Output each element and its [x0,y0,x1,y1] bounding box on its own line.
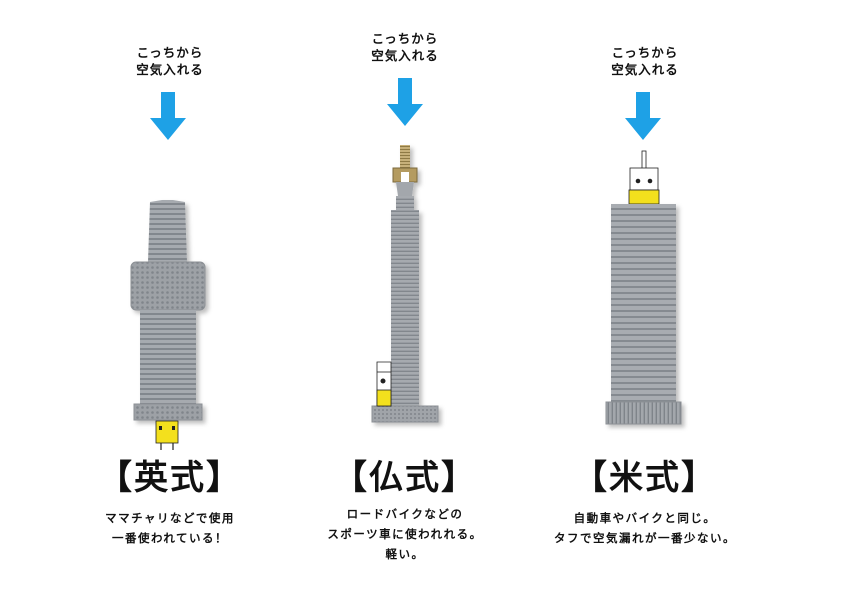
mascot-character [376,361,392,407]
instruction-label: こっちから 空気入れる [611,45,679,77]
valve-description: ロードバイクなどの スポーツ車に使われれる。 軽い。 [327,507,483,561]
down-arrow-icon [387,78,423,126]
valve-column-french: こっちから 空気入れる [265,0,545,595]
instruction-label: こっちから 空気入れる [136,45,204,77]
down-arrow-icon [150,92,186,140]
mascot-character [628,150,660,205]
american-valve-illustration [605,150,682,425]
valve-type-title: 【米式】 [573,458,717,498]
down-arrow-icon [625,92,661,140]
valve-type-title: 【英式】 [98,458,242,498]
valve-type-title: 【仏式】 [333,458,477,498]
valve-description: ママチャリなどで使用 一番使われている！ [105,511,235,545]
english-valve-illustration [130,200,206,450]
valve-column-english: こっちから 空気入れる [30,0,310,595]
valve-column-american: こっちから 空気入れる [505,0,785,595]
mascot-character [155,420,179,450]
valve-description: 自動車やバイクと同じ。 タフで空気漏れが一番少ない。 [554,511,736,545]
french-valve-illustration [371,145,439,423]
instruction-label: こっちから 空気入れる [371,31,439,63]
